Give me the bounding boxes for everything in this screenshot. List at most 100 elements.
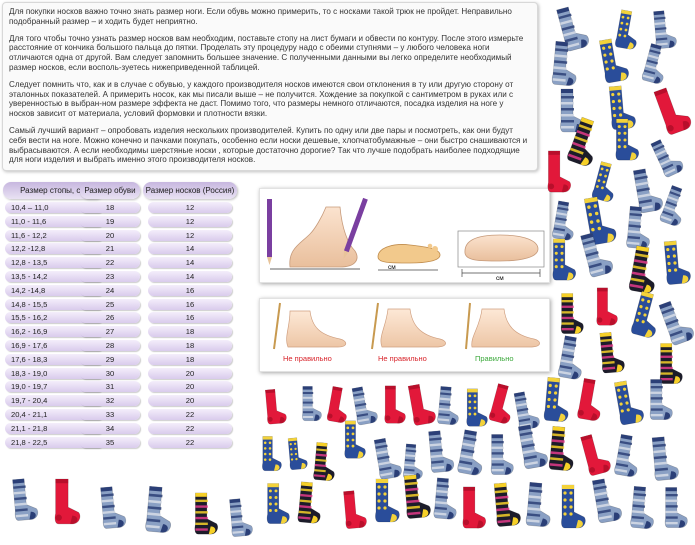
foot-size-cell: 16,9 - 17,6 [5,340,103,351]
sock-icon [466,388,488,427]
unit-label-short: см [388,264,396,271]
sock-icon [580,232,613,278]
sock-icon [343,490,367,529]
sock-icon [437,386,459,425]
foot-size-cell: 11,6 - 12,2 [5,229,103,241]
shoe-size-cell: 20 [80,229,140,241]
sock-icon [384,385,406,424]
foot-top-icon [464,234,539,262]
sock-size-cell: 20 [148,381,232,393]
foot-size-cell: 14,8 - 15,5 [5,298,103,310]
fit-panel: Не правильно Не правильно Правильно [259,298,550,372]
sock-size-cell: 18 [148,340,232,351]
sock-size-cell: 18 [148,353,232,365]
sock-icon [265,388,287,425]
sock-icon [591,161,614,202]
sock-icon [490,434,514,475]
sock-icon [12,478,39,521]
foot-size-cell: 16,2 - 16,9 [5,326,103,338]
sock-icon [567,116,595,166]
sock-size-cell: 22 [148,422,232,434]
sock-size-cell: 22 [148,436,232,448]
sock-size-cell: 14 [148,257,232,269]
foot-size-cell: 11,0 - 11,6 [5,215,103,227]
shoe-size-cell: 21 [80,243,140,255]
sock-size-cell: 12 [148,215,232,227]
sock-icon [598,38,629,84]
foot-size-cell: 21,8 - 22,5 [5,436,103,448]
sock-icon [403,443,423,480]
shoe-size-cell: 28 [80,340,140,351]
sock-icon [557,335,582,380]
sock-icon [630,485,654,529]
sock-icon [403,474,431,519]
sock-icon [543,376,569,422]
sock-icon [552,200,574,241]
sock-icon [551,40,577,86]
sock-icon [375,478,400,523]
sock-size-cell: 14 [148,243,232,255]
shoe-size-cell: 25 [80,298,140,310]
foot-size-cell: 14,2 -14,8 [5,284,103,296]
sock-icon [493,482,521,527]
sock-icon [632,168,663,214]
foot-size-cell: 20,4 - 21,1 [5,409,103,420]
sock-size-cell: 14 [148,271,232,282]
sock-icon [194,492,218,535]
shoe-size-cell: 33 [80,409,140,420]
sock-size-cell: 16 [148,284,232,296]
shoe-size-cell: 27 [80,326,140,338]
foot-right-icon [465,302,540,350]
sock-icon [651,436,679,481]
shoe-size-cell: 31 [80,381,140,393]
sock-icon [517,424,548,470]
sock-icon [560,88,585,133]
paragraph-2: Для того чтобы точно узнать размер носко… [9,33,524,72]
shoe-size-cell: 18 [80,202,140,213]
label-right: Правильно [475,354,514,363]
header-sock-size: Размер носков (Россия) [143,182,237,199]
sock-icon [628,245,655,294]
sock-icon [344,420,366,459]
shoe-size-cell: 22 [80,257,140,269]
sock-icon [433,477,457,520]
shoe-size-cell: 29 [80,353,140,365]
sock-icon [664,487,688,528]
label-wrong-1: Не правильно [283,354,332,363]
shoe-size-cell: 26 [80,312,140,324]
sock-icon [599,331,625,374]
sock-icon [302,386,322,422]
sock-size-cell: 20 [148,395,232,407]
sock-icon [262,436,282,472]
sock-icon [266,483,290,524]
sock-icon [326,386,347,423]
sock-icon [297,481,321,524]
sock-icon [658,300,694,346]
sock-size-cell: 18 [148,326,232,338]
shoe-size-cell: 32 [80,395,140,407]
shoe-size-cell: 24 [80,284,140,296]
sock-icon [373,437,402,480]
sock-icon [287,437,308,470]
foot-size-cell: 17,6 - 18,3 [5,353,103,365]
sock-icon [488,383,511,424]
sock-icon [577,377,601,421]
sock-icon [653,10,677,49]
sock-size-cell: 20 [148,367,232,379]
sock-icon [547,150,571,193]
header-foot-size: Размер стопы, см [3,182,103,199]
foot-size-cell: 18,3 - 19,0 [5,367,103,379]
sock-icon [663,240,691,285]
foot-size-cell: 21,1 - 21,8 [5,422,103,434]
sock-icon [548,425,574,471]
unit-label-right: см [496,275,504,282]
sock-icon [641,43,664,84]
sock-icon [54,478,81,525]
sock-icon [145,485,172,533]
label-wrong-2: Не правильно [378,354,427,363]
sock-icon [653,87,692,135]
sock-icon [556,6,589,52]
foot-size-cell: 15,5 - 16,2 [5,312,103,324]
sock-size-cell: 16 [148,298,232,310]
sock-icon [561,484,586,529]
